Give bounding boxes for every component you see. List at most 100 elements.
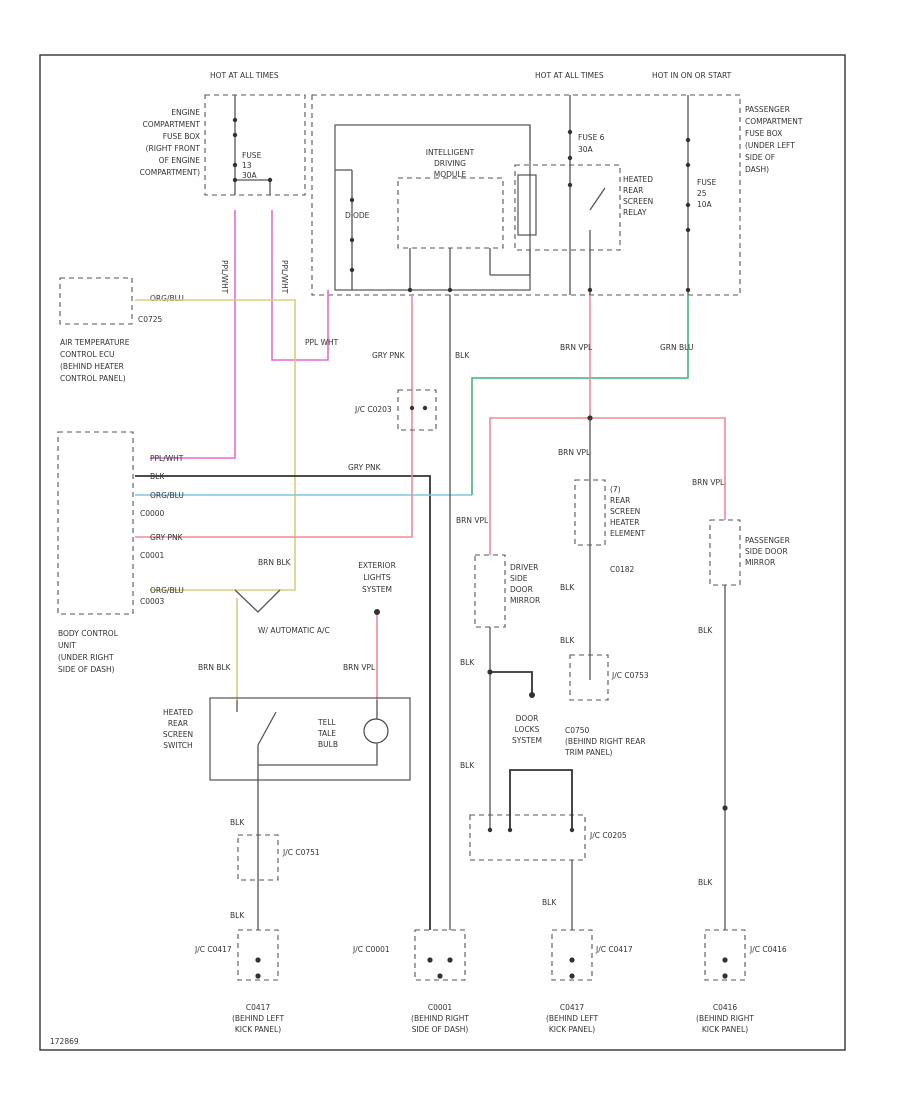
wire-label-brn-vpl: BRN VPL (560, 343, 593, 352)
svg-text:FUSE BOX: FUSE BOX (163, 132, 200, 141)
intelligent-driving-module (397, 177, 504, 249)
svg-text:HEATED: HEATED (623, 175, 653, 184)
svg-text:TRIM PANEL): TRIM PANEL) (564, 748, 613, 757)
intelligent-module-label: INTELLIGENT DRIVING MODULE (426, 148, 475, 179)
wire-label-gry-pnk-2: GRY PNK (372, 351, 406, 360)
wire-label-ppl-bcu: PPL/WHT (150, 454, 184, 463)
fuse-6-label: FUSE 6 30A (578, 133, 605, 154)
c0750-label: C0750 (BEHIND RIGHT REAR TRIM PANEL) (564, 726, 646, 757)
switch-internal (236, 700, 378, 780)
wire-label-brn-vpl-5: BRN VPL (343, 663, 376, 672)
svg-text:FUSE: FUSE (242, 151, 262, 160)
svg-text:HEATER: HEATER (610, 518, 639, 527)
jc-c0001-mid-label: J/C C0001 (352, 945, 390, 954)
wire-label-ppl-wht-2: PPL/WHT (280, 260, 289, 294)
jc-c0416-label: J/C C0416 (749, 945, 787, 954)
svg-text:13: 13 (242, 161, 252, 170)
jc-c0205-box (469, 814, 586, 861)
ground-far-label: C0416 (BEHIND RIGHT KICK PANEL) (696, 1003, 754, 1034)
jc-c0417-right-label: J/C C0417 (595, 945, 633, 954)
svg-text:C0417: C0417 (246, 1003, 271, 1012)
wire-label-grn-blu: GRN BLU (660, 343, 693, 352)
black-wire-bcu (135, 475, 431, 930)
svg-text:KICK PANEL): KICK PANEL) (702, 1025, 748, 1034)
wire-label-blk-dm2: BLK (460, 761, 475, 770)
jc-c0203-box (397, 389, 437, 431)
connector-c0725: C0725 (138, 315, 163, 324)
pink-wire-bcu (135, 295, 413, 538)
tell-tale-bulb-label: TELL TALE BULB (317, 718, 338, 749)
svg-text:LIGHTS: LIGHTS (363, 573, 390, 582)
svg-text:REAR: REAR (623, 186, 643, 195)
figure-code: 172869 (50, 1037, 79, 1046)
svg-text:SCREEN: SCREEN (623, 197, 653, 206)
svg-text:SWITCH: SWITCH (163, 741, 192, 750)
jc-c0001-mid-box (414, 929, 466, 981)
wire-label-brn-blk: BRN BLK (258, 558, 292, 567)
diode-module-frame (334, 124, 531, 291)
svg-text:REAR: REAR (168, 719, 188, 728)
svg-text:SCREEN: SCREEN (163, 730, 193, 739)
svg-text:C0416: C0416 (713, 1003, 738, 1012)
svg-text:COMPARTMENT: COMPARTMENT (745, 117, 803, 126)
svg-text:AIR TEMPERATURE: AIR TEMPERATURE (60, 338, 130, 347)
wire-label-blk-dm: BLK (460, 658, 475, 667)
yellow-wire-top (135, 299, 296, 591)
svg-text:DOOR: DOOR (516, 714, 539, 723)
automatic-ac-label: W/ AUTOMATIC A/C (258, 626, 330, 635)
svg-text:PASSENGER: PASSENGER (745, 105, 790, 114)
svg-text:(RIGHT FRONT: (RIGHT FRONT (146, 144, 201, 153)
svg-text:LOCKS: LOCKS (515, 725, 540, 734)
svg-text:KICK PANEL): KICK PANEL) (235, 1025, 281, 1034)
svg-text:DASH): DASH) (745, 165, 769, 174)
fuse-25-label: FUSE 25 10A (697, 178, 717, 209)
engine-fuse-box-label: ENGINE COMPARTMENT FUSE BOX (RIGHT FRONT… (140, 108, 201, 177)
svg-text:PASSENGER: PASSENGER (745, 536, 790, 545)
svg-text:COMPARTMENT: COMPARTMENT (143, 120, 201, 129)
heated-rear-screen-switch-box (209, 697, 411, 781)
air-temperature-ecu-box (59, 277, 133, 325)
svg-text:(UNDER LEFT: (UNDER LEFT (745, 141, 795, 150)
jc-c0753-label: J/C C0753 (611, 671, 649, 680)
ground-left-label: C0417 (BEHIND LEFT KICK PANEL) (232, 1003, 285, 1034)
green-wire (471, 295, 689, 495)
jc-c0203-label: J/C C0203 (354, 405, 392, 414)
wire-label-blk-mid: BLK (455, 351, 470, 360)
violet-wire-loop (271, 210, 329, 361)
automatic-ac-switch (234, 589, 281, 613)
body-control-unit-box (57, 431, 134, 615)
svg-text:MODULE: MODULE (434, 170, 467, 179)
svg-text:30A: 30A (578, 145, 594, 154)
svg-text:DRIVER: DRIVER (510, 563, 538, 572)
connector-c0001: C0001 (140, 551, 165, 560)
svg-text:CONTROL ECU: CONTROL ECU (60, 350, 114, 359)
hot-in-on: HOT IN ON OR START (652, 71, 732, 80)
svg-text:C0750: C0750 (565, 726, 590, 735)
svg-text:(7): (7) (610, 485, 621, 494)
svg-text:DRIVING: DRIVING (434, 159, 466, 168)
wire-label-org-blu: ORG/BLU (150, 294, 184, 303)
svg-text:FUSE 6: FUSE 6 (578, 133, 605, 142)
wire-label-blk-sw2: BLK (230, 911, 245, 920)
connector-c0000: C0000 (140, 509, 165, 518)
exterior-lights-label: EXTERIOR LIGHTS SYSTEM (358, 561, 396, 594)
svg-text:KICK PANEL): KICK PANEL) (549, 1025, 595, 1034)
switch-label: HEATED REAR SCREEN SWITCH (163, 708, 193, 750)
wire-label-blk-bcu: BLK (150, 472, 165, 481)
hot-at-all-times-left: HOT AT ALL TIMES (210, 71, 279, 80)
svg-text:CONTROL PANEL): CONTROL PANEL) (60, 374, 126, 383)
top-dots (232, 117, 691, 293)
passenger-mirror-label: PASSENGER SIDE DOOR MIRROR (745, 536, 790, 567)
door-locks-wire (490, 671, 533, 695)
wire-label-blk-re2: BLK (560, 636, 575, 645)
svg-text:REAR: REAR (610, 496, 630, 505)
wire-label-brn-vpl-4: BRN VPL (456, 516, 489, 525)
svg-text:10A: 10A (697, 200, 713, 209)
jc-c0416-box (704, 929, 746, 981)
svg-text:(BEHIND HEATER: (BEHIND HEATER (60, 362, 124, 371)
passenger-door-mirror (709, 519, 741, 586)
svg-text:(BEHIND LEFT: (BEHIND LEFT (232, 1014, 285, 1023)
svg-text:BODY CONTROL: BODY CONTROL (58, 629, 119, 638)
jc-c0417-left-label: J/C C0417 (194, 945, 232, 954)
